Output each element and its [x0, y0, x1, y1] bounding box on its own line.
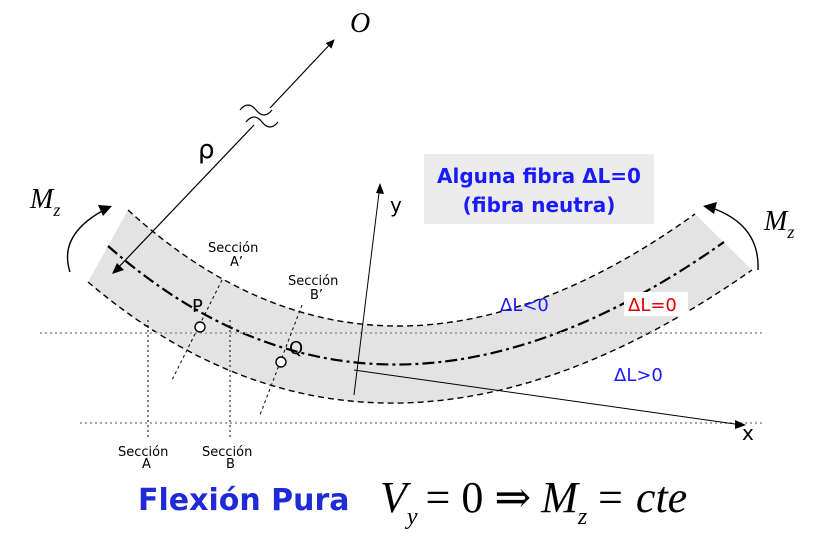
footer-title: Flexión Pura: [138, 483, 350, 518]
section-a-letter: A: [142, 457, 151, 472]
moment-left-arrow: [66, 209, 105, 273]
beam-bottom-edge: [87, 269, 753, 404]
delta-positive-label: ΔL>0: [614, 365, 663, 386]
origin-label: O: [350, 8, 370, 39]
section-b-prime-letter: B’: [310, 288, 323, 303]
x-axis: [353, 369, 743, 426]
section-b-letter: B: [226, 457, 235, 472]
section-b-prime-label: Sección: [288, 274, 338, 289]
x-axis-arrowhead: [735, 420, 746, 429]
point-p-marker: [194, 321, 206, 333]
moment-right-label: Mz: [763, 206, 794, 242]
radius-line: [114, 124, 255, 272]
beam-top-edge: [127, 209, 696, 327]
section-b-prime-line: [259, 304, 303, 416]
section-a-prime-label: Sección: [208, 241, 258, 256]
y-axis-label: y: [390, 193, 402, 217]
delta-zero-background: [624, 292, 688, 316]
rho-label: ρ: [198, 135, 215, 165]
radius-break-symbol: [239, 104, 279, 128]
point-q-label: Q: [289, 338, 303, 359]
delta-zero-label: ΔL=0: [628, 295, 677, 316]
point-q-marker: [275, 356, 287, 368]
section-a-label: Sección: [118, 445, 168, 460]
section-a-prime-letter: A’: [230, 255, 243, 270]
y-axis-arrowhead: [376, 183, 384, 194]
section-b-label: Sección: [202, 445, 252, 460]
moment-right-arrow: [711, 207, 759, 271]
y-axis: [353, 184, 381, 396]
note-line-2: (fibra neutra): [463, 193, 616, 217]
point-p-label: P: [192, 296, 203, 317]
beam-body: [88, 210, 752, 404]
radius-start-arrowhead: [112, 263, 124, 274]
note-box: [424, 154, 654, 224]
equation: Vy= 0 ⇒Mz= cte: [380, 473, 687, 530]
x-axis-label: x: [742, 421, 754, 445]
delta-negative-label: ΔL<0: [500, 295, 549, 316]
moment-right-arrowhead: [703, 202, 717, 214]
radius-line-far: [269, 39, 335, 109]
moment-left-arrowhead: [98, 205, 112, 216]
note-line-1: Alguna fibra ΔL=0: [437, 164, 641, 188]
moment-left-label: Mz: [29, 184, 60, 220]
